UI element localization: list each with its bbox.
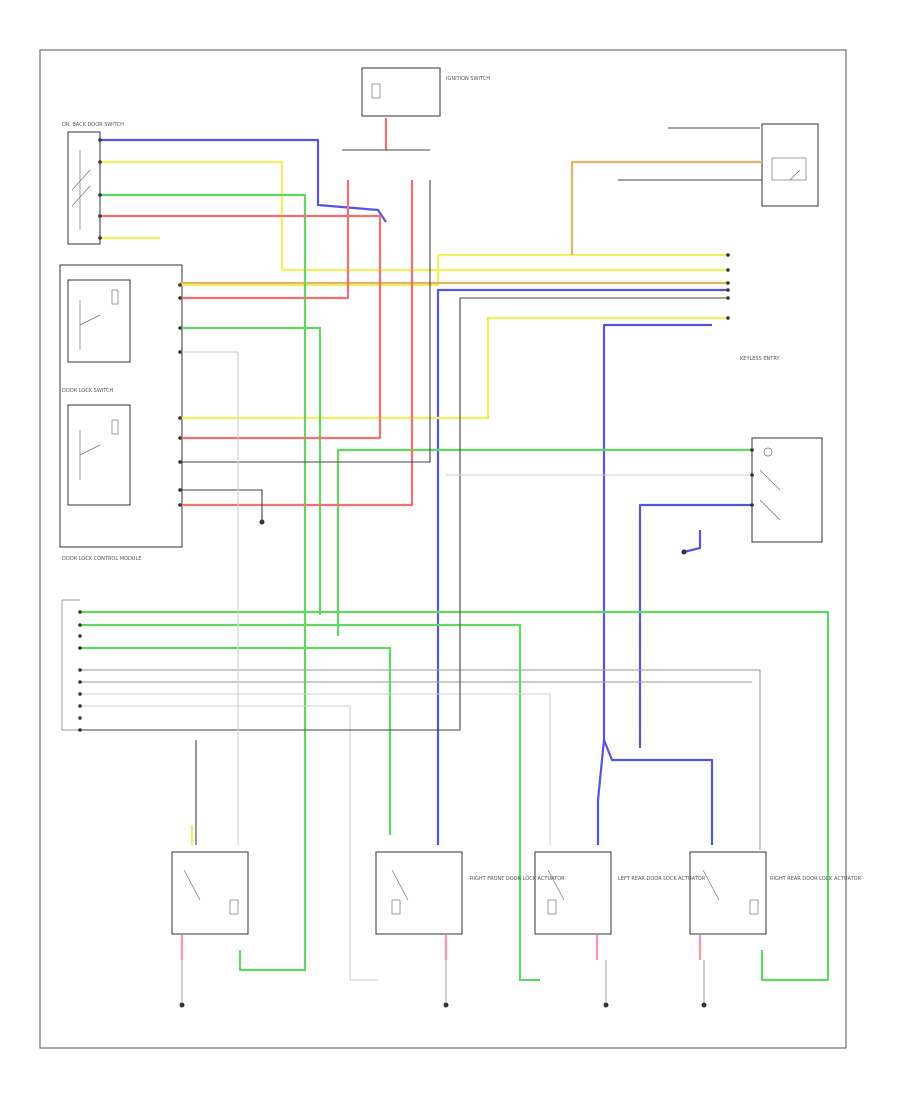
wire-red-right [180, 180, 414, 507]
right-rear-door-lock-actuator [689, 851, 767, 935]
label-4: DOOR LOCK SWITCH [62, 388, 114, 394]
ground-leads [181, 960, 705, 1002]
door-lock-switch-upper [67, 279, 131, 363]
label-6: IGNITION SWITCH [446, 76, 490, 82]
left-front-door-lock-actuator [171, 851, 249, 935]
wire-green-b [80, 623, 540, 982]
wire-orange-top-right [570, 160, 762, 255]
label-1: RIGHT FRONT DOOR LOCK ACTUATOR [470, 876, 565, 882]
wire-blue-switch [638, 503, 752, 748]
wire-blue-top [100, 138, 387, 223]
door-lock-switch-upper-symbol [79, 289, 119, 350]
wire-blue-right [596, 323, 712, 845]
wire-blue-ground [683, 530, 702, 554]
wire-blue-actuator [602, 739, 714, 845]
wire-dark-5 [80, 297, 728, 731]
wire-green-module [180, 326, 322, 615]
wire-yellow-mid [180, 253, 728, 287]
driver-door-switch-box [67, 131, 101, 245]
wire-yellow-lower [180, 316, 728, 420]
door-lock-switch-lower [67, 404, 131, 506]
wire-gray-1 [80, 669, 761, 850]
label-5: DOOR LOCK CONTROL MODULE [62, 556, 141, 562]
label-7: KEYLESS ENTRY [740, 356, 780, 362]
wire-green-big-loop [80, 610, 830, 982]
label-0: DR. BACK DOOR SWITCH [62, 122, 124, 128]
label-2: LEFT REAR DOOR LOCK ACTUATOR [618, 876, 706, 882]
wire-blue-center [436, 288, 728, 845]
door-lock-switch-lower-symbol [79, 419, 119, 480]
fuse-block-top [361, 67, 441, 117]
right-front-door-lock-actuator [375, 851, 463, 935]
wire-green-c [80, 646, 392, 835]
right-middle-switch-symbol [759, 447, 781, 521]
wire-dark-7 [180, 180, 431, 463]
connector-pins [78, 138, 754, 732]
ground-symbols [179, 519, 707, 1008]
wire-red-left [180, 180, 350, 300]
right-middle-switch-box [751, 437, 823, 543]
wire-gray-3 [80, 693, 551, 845]
label-3: RIGHT REAR DOOR LOCK ACTUATOR [770, 876, 862, 882]
actuator-symbols [183, 869, 759, 915]
left-rear-door-lock-actuator [534, 851, 612, 935]
top-right-switch-box [761, 123, 819, 207]
connector-block-left [61, 599, 80, 731]
wire-dark-8 [180, 489, 263, 520]
wire-red-top [100, 214, 382, 440]
wire-green-top [100, 193, 307, 972]
driver-door-switch-symbol [71, 150, 91, 230]
top-right-switch-symbol [771, 157, 807, 181]
diagram-frame [39, 49, 847, 1049]
fuse-small [371, 83, 381, 99]
door-lock-control-module-box [59, 264, 183, 548]
wire-lgray-9 [180, 351, 239, 845]
wire-gray-4 [80, 705, 378, 981]
wire-green-d [336, 448, 752, 636]
